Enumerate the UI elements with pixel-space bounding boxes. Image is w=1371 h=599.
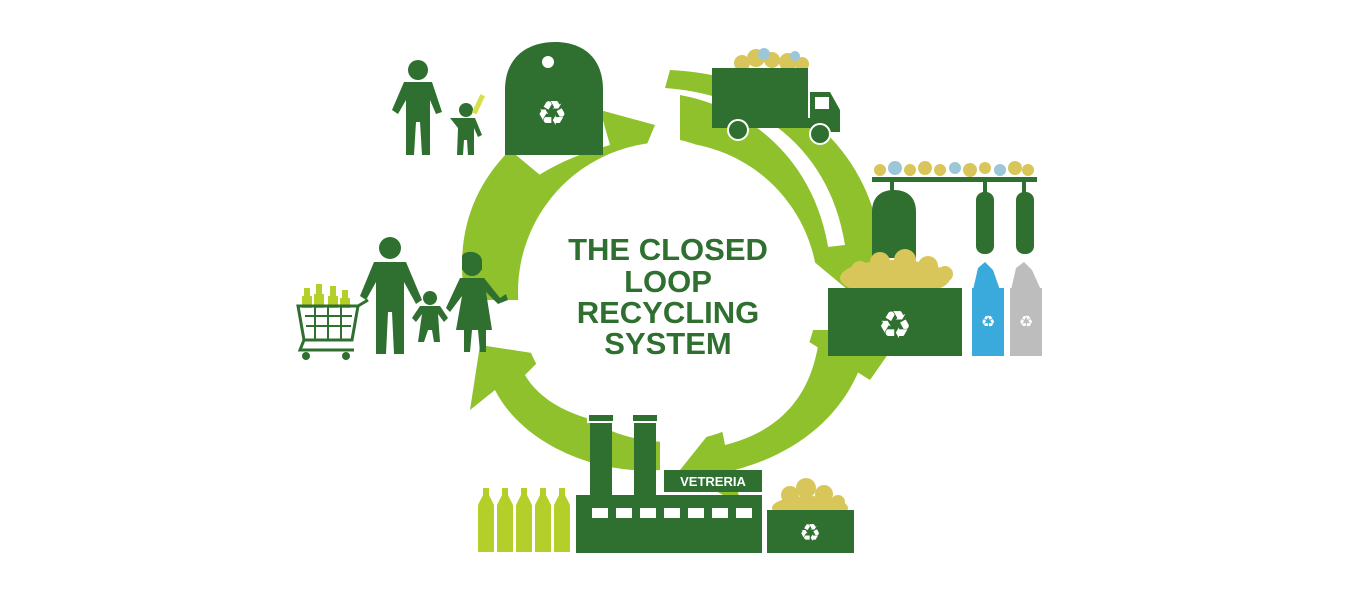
title-line-4: SYSTEM xyxy=(604,326,731,361)
cart-bottles xyxy=(302,284,350,308)
bottle-bank-body xyxy=(505,42,603,155)
grey-glass-pile xyxy=(1011,262,1041,290)
truck-wheel-front xyxy=(809,123,831,145)
shopping-cart xyxy=(296,284,369,360)
truck-window xyxy=(815,97,829,109)
grey-bin-recycle-icon: ♻ xyxy=(1019,312,1033,331)
cullet-bin-recycle-icon: ♻ xyxy=(799,519,821,547)
new-bottles xyxy=(478,488,570,552)
mother-figure xyxy=(446,251,508,352)
blue-bin xyxy=(972,288,1004,356)
truck-wheel-rear xyxy=(727,119,749,141)
factory-sign-label: VETRERIA xyxy=(680,474,746,489)
child-body xyxy=(450,118,482,155)
blue-bin-recycle-icon: ♻ xyxy=(981,312,995,331)
truck-container xyxy=(712,68,808,120)
title-line-2: LOOP xyxy=(624,264,712,299)
blue-glass-pile xyxy=(973,262,1000,290)
family-disposing xyxy=(392,60,485,155)
bottle-bank: ♻ xyxy=(505,42,603,155)
small-child-figure xyxy=(412,291,448,342)
recycling-truck xyxy=(712,48,840,145)
grey-bin xyxy=(1010,288,1042,356)
green-bin xyxy=(828,288,962,356)
truck-chassis xyxy=(712,118,840,128)
arrow-bottom-right xyxy=(680,330,870,505)
sorting-plant: ♻ ♻ ♻ xyxy=(828,161,1042,356)
factory-building xyxy=(576,495,762,553)
truck-glass-load xyxy=(734,48,809,71)
child-head xyxy=(459,103,473,117)
conveyor-belt xyxy=(872,177,1037,182)
green-glass-pile xyxy=(840,249,953,296)
grey-silo xyxy=(1016,192,1034,254)
adult-body xyxy=(392,82,442,155)
blue-silo xyxy=(976,192,994,254)
cullet-bin xyxy=(767,510,854,553)
child-bottle xyxy=(471,94,485,115)
bottle-bank-hole xyxy=(542,56,554,68)
center-title: THE CLOSED LOOP RECYCLING SYSTEM xyxy=(568,232,768,361)
adult-head xyxy=(408,60,428,80)
factory-sign xyxy=(664,470,762,492)
chimney-right xyxy=(634,418,656,498)
title-line-1: THE CLOSED xyxy=(568,232,768,267)
arrow-right xyxy=(665,70,905,300)
green-hopper xyxy=(872,190,916,258)
green-bin-recycle-icon: ♻ xyxy=(878,303,912,347)
title-line-3: RECYCLING xyxy=(577,295,760,330)
chimney-left xyxy=(590,418,612,498)
father-figure xyxy=(360,237,422,354)
glass-factory: VETRERIA ♻ xyxy=(478,413,854,553)
center-disc xyxy=(518,142,818,442)
conveyor-glass xyxy=(874,161,1034,177)
shopping-family xyxy=(296,237,508,360)
factory-windows xyxy=(592,508,752,518)
arrow-bottom-left xyxy=(470,345,660,471)
recycle-icon: ♻ xyxy=(537,94,567,134)
cycle-arrows xyxy=(462,70,905,505)
